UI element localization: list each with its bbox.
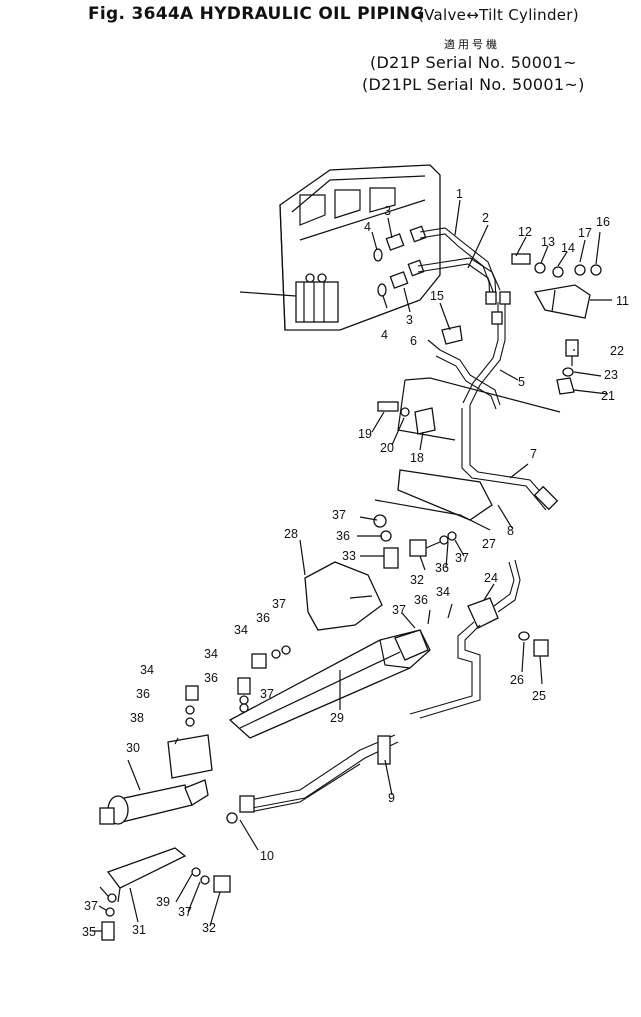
callout-label: 37	[178, 905, 192, 919]
clamp-15	[441, 325, 463, 345]
callout-label: 37	[392, 603, 406, 617]
callout-label: 16	[596, 215, 610, 229]
callout-label: 4	[381, 328, 388, 342]
callout-label: 36	[435, 561, 449, 575]
callout-label: 37	[272, 597, 286, 611]
frame-29	[228, 629, 431, 739]
callout-label: 19	[358, 427, 372, 441]
leader-38	[239, 291, 297, 297]
tilt-cylinder	[99, 779, 238, 825]
callout-label: 35	[82, 925, 96, 939]
callout-label: 30	[126, 741, 140, 755]
bracket-11-group	[511, 253, 602, 319]
bolt-22-group	[556, 339, 579, 395]
callout-label: 1	[456, 187, 463, 201]
leader-lines	[92, 199, 612, 932]
callout-label: 31	[132, 923, 146, 937]
callout-label: 10	[260, 849, 274, 863]
callout-label: 37	[84, 899, 98, 913]
callout-label: 20	[380, 441, 394, 455]
callout-label: 7	[530, 447, 537, 461]
upper-pipes	[417, 227, 511, 410]
fasteners-middle	[373, 514, 457, 569]
serial-heading: 適用号機	[444, 38, 500, 51]
callout-label: 34	[204, 647, 218, 661]
callout-label: 6	[410, 334, 417, 348]
callout-label: 36	[336, 529, 350, 543]
callout-label: 14	[561, 241, 575, 255]
pipe-24	[409, 559, 549, 719]
callout-label: 32	[410, 573, 424, 587]
fasteners-left	[185, 645, 291, 727]
callout-label: 32	[202, 921, 216, 935]
callout-label: 8	[507, 524, 514, 538]
callout-label: 26	[510, 673, 524, 687]
callout-label: 29	[330, 711, 344, 725]
callout-label: 38	[130, 711, 144, 725]
callout-label: 27	[482, 537, 496, 551]
callout-label: 25	[532, 689, 546, 703]
callout-label: 18	[410, 451, 424, 465]
bracket-31	[106, 847, 187, 903]
callout-label: 13	[541, 235, 555, 249]
middle-pipes	[461, 405, 559, 511]
callout-label: 36	[136, 687, 150, 701]
serial-row-d21p: (D21P Serial No. 50001~	[370, 53, 577, 72]
figure-subtitle: (Valve↔Tilt Cylinder)	[418, 6, 579, 24]
callout-label: 37	[332, 508, 346, 522]
callout-label: 34	[140, 663, 154, 677]
callout-label: 21	[601, 389, 615, 403]
callout-label: 2	[482, 211, 489, 225]
callout-label: 3	[384, 204, 391, 218]
hose-9	[239, 734, 399, 813]
callout-label: 9	[388, 791, 395, 805]
callout-label: 3	[406, 313, 413, 327]
callout-label: 23	[604, 368, 618, 382]
callout-label: 36	[204, 671, 218, 685]
callout-label: 24	[484, 571, 498, 585]
callout-label: 37	[260, 687, 274, 701]
callout-label: 37	[455, 551, 469, 565]
callout-label: 33	[342, 549, 356, 563]
callout-label: 39	[156, 895, 170, 909]
callout-label: 34	[436, 585, 450, 599]
callout-label: 12	[518, 225, 532, 239]
callout-label: 4	[364, 220, 371, 234]
callout-labels: 1 2 3 3 4 4 5 6 7 8 9 10 11 12 13 14 15 …	[82, 187, 629, 939]
callout-label: 36	[414, 593, 428, 607]
callout-label: 22	[610, 344, 624, 358]
bracket-18-group	[377, 401, 436, 435]
control-valve	[295, 273, 339, 323]
callout-label: 34	[234, 623, 248, 637]
callout-label: 5	[518, 375, 525, 389]
callout-label: 28	[284, 527, 298, 541]
figure-title: Fig. 3644A HYDRAULIC OIL PIPING	[88, 4, 425, 24]
callout-label: 36	[256, 611, 270, 625]
callout-label: 15	[430, 289, 444, 303]
serial-row-d21pl: (D21PL Serial No. 50001~)	[362, 75, 585, 94]
callout-label: 17	[578, 226, 592, 240]
bracket-30	[167, 734, 213, 779]
callout-label: 11	[616, 294, 629, 308]
bracket-27	[374, 469, 493, 531]
guard-28	[304, 561, 383, 631]
